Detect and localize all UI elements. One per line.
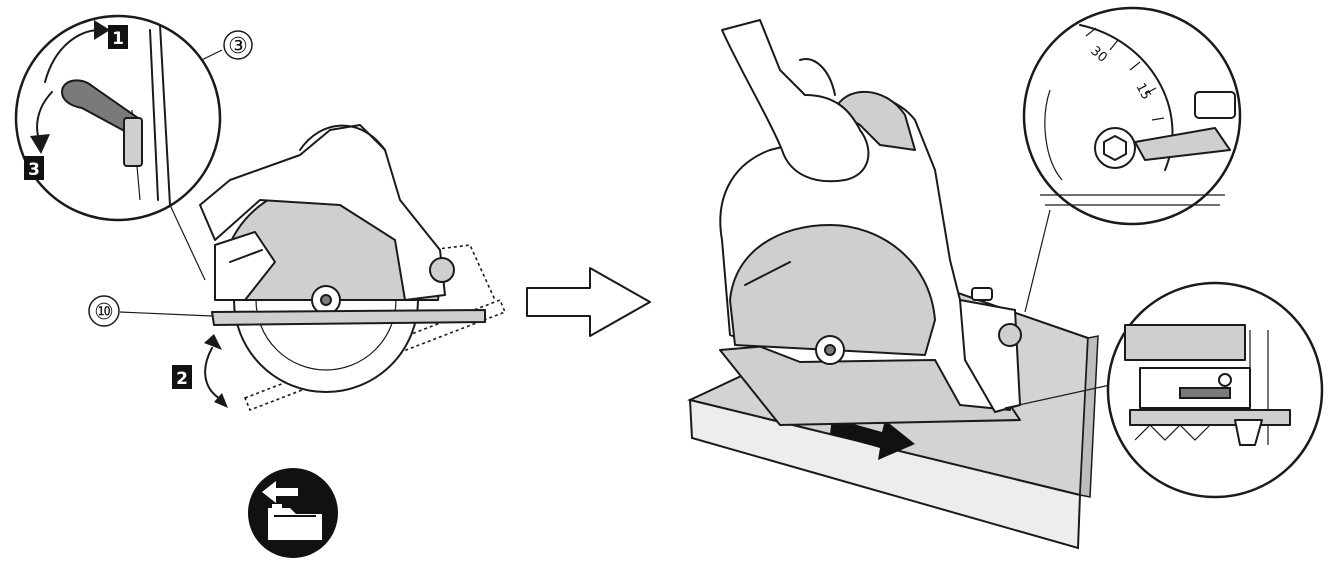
base-leader-line [119,311,213,317]
battery-remove-icon [248,468,338,558]
bevel-nut-hex [1103,135,1127,161]
magnifier-pointer-top [1024,209,1051,313]
arrow-up-curve [44,29,101,83]
callout-lever: ③ [223,30,253,60]
right-guard-mark [744,261,791,286]
operator-hand [721,19,870,183]
step-badge-1: 1 [108,25,128,49]
workpiece-front [688,398,1082,550]
scale-mark-15: 15 [1132,81,1153,103]
scale-ticks [1085,27,1165,121]
right-handle [834,90,916,151]
saw-body [199,124,446,301]
callout-base-label: ⑩ [94,300,114,325]
scale-bracket-block [1194,91,1236,119]
plate-edge-2 [159,24,171,206]
cut-direction-arrow-icon [830,418,915,460]
arbor-bolt [320,294,332,306]
scale-pointer-lever [1134,127,1231,161]
direction-mark-line [229,249,263,263]
scale-magnifier-circle [1022,6,1242,226]
front-guard [214,231,276,301]
right-arbor-bolt [824,344,836,356]
base-detail-screw [1218,373,1232,387]
callout-base: ⑩ [88,295,120,327]
magnifier-pointer-left [169,204,206,281]
hand-shape [721,19,870,183]
step-1-label: 1 [112,29,124,49]
base-detail-top-band [1124,324,1246,361]
arrow-down-head-icon [30,134,50,154]
base-detail-plate [1129,409,1291,426]
base-detail-clip [1234,419,1263,446]
saw-side-view [199,124,507,412]
lever-pivot [123,117,143,167]
tilt-double-arrow-icon [204,334,228,408]
callout-lever-label: ③ [228,34,248,59]
base-detail-teeth [1134,424,1211,441]
process-arrow-icon [526,267,651,337]
step-3-label: 3 [28,160,40,180]
base-plate [211,309,486,326]
base-detail-magnifier [1106,281,1324,499]
arrow-up-head-icon [94,20,110,40]
bevel-knob [998,323,1022,347]
step-badge-2: 2 [172,365,192,389]
scale-base-lines [1040,194,1225,206]
rear-knob [429,257,455,283]
depth-lever [971,287,993,301]
base-detail-spring [1179,387,1231,399]
bevel-scale-magnifier: 30 15 [1022,6,1242,226]
tilted-guard-ghost [429,244,496,301]
step-2-label: 2 [176,369,188,389]
scale-slot [1044,89,1063,181]
hand-finger-line [799,58,836,96]
tilted-base-ghost [243,298,507,412]
saw-cutting-view [719,90,1022,426]
plate-edge [149,29,159,201]
handle-outline [299,124,386,151]
lever-detail-magnifier [14,14,222,222]
magnifier-pointer-bottom [1004,384,1111,409]
step-badge-3: 3 [24,156,44,180]
right-blade-guard [729,224,936,356]
